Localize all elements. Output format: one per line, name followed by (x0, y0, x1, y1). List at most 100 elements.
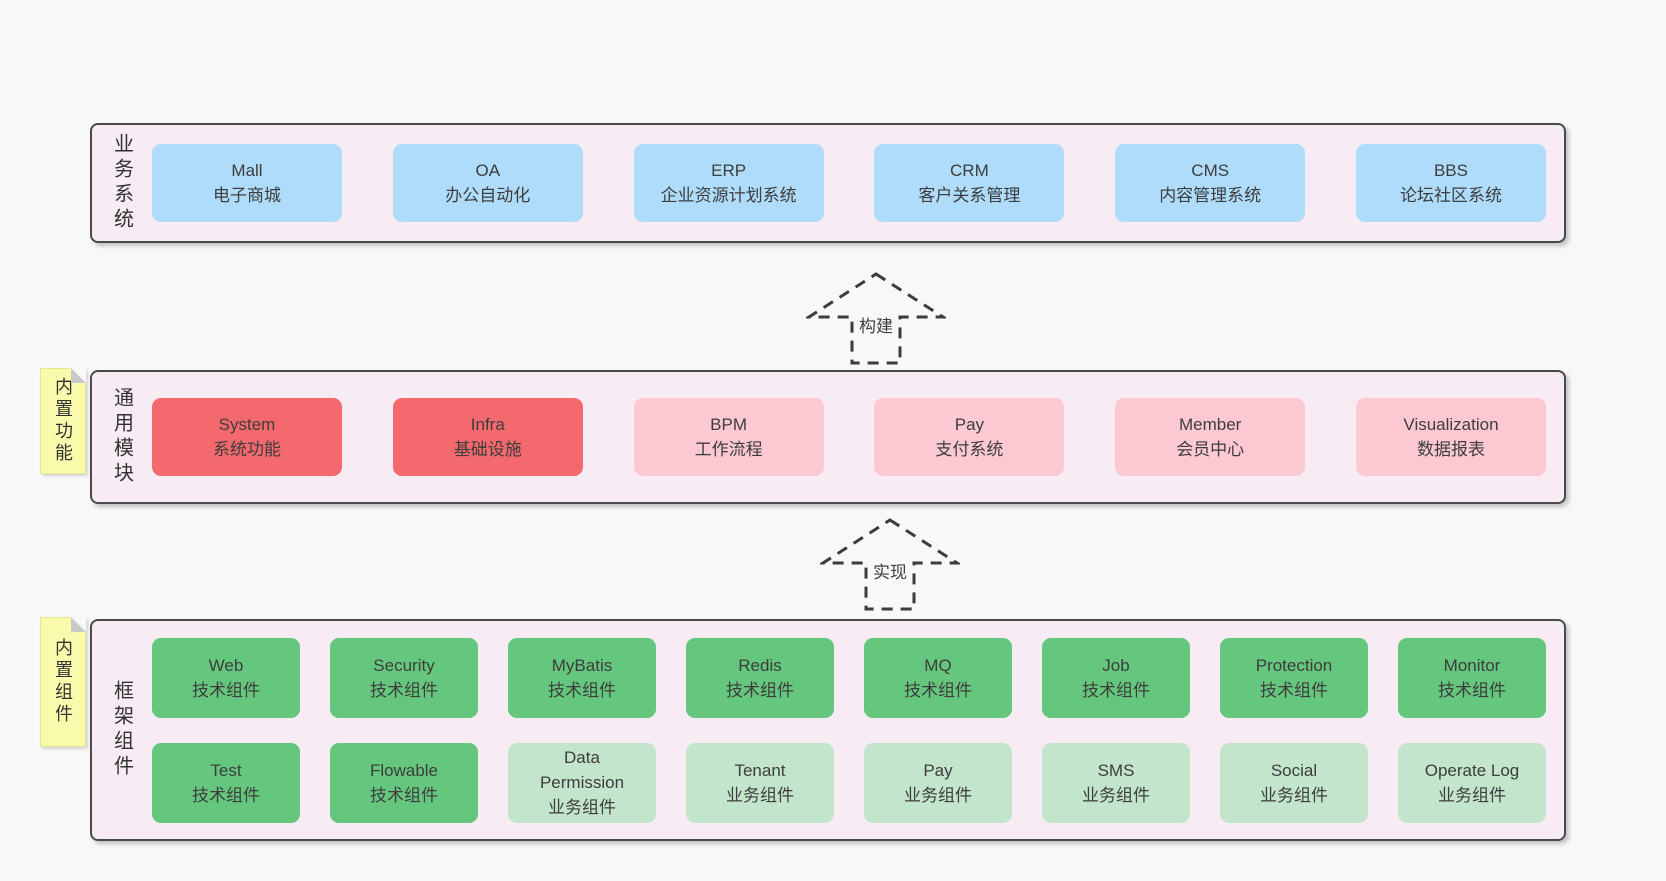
box-desc: 客户关系管理 (918, 186, 1021, 205)
box-mall: Mall 电子商城 (152, 144, 342, 222)
business-box-row: Mall 电子商城 OA 办公自动化 ERP 企业资源计划系统 CRM 客户关系… (152, 125, 1564, 241)
build-arrow-label: 构建 (855, 312, 897, 337)
box-name: Operate Log (1424, 760, 1520, 780)
box-name: BBS (1433, 161, 1468, 180)
box-desc: 技术组件 (192, 680, 260, 700)
layer-label-text: 框架组件 (110, 680, 133, 780)
box-desc: 技术组件 (1260, 680, 1328, 700)
box-flowable: Flowable 技术组件 (330, 742, 478, 823)
box-name: Redis (738, 655, 782, 675)
box-cms: CMS 内容管理系统 (1115, 144, 1306, 222)
box-protection: Protection 技术组件 (1220, 637, 1368, 718)
note-text: 内置功能 (53, 377, 73, 465)
box-desc: 业务组件 (726, 785, 794, 805)
box-name: Protection (1255, 655, 1333, 675)
implement-arrow-label: 实现 (869, 558, 911, 583)
box-name: Job (1102, 655, 1130, 675)
box-test: Test 技术组件 (152, 742, 300, 823)
box-bbs: BBS 论坛社区系统 (1355, 144, 1546, 222)
box-name: Monitor (1443, 655, 1501, 675)
box-name: CMS (1191, 161, 1230, 180)
box-desc: 数据报表 (1416, 440, 1485, 459)
box-erp: ERP 企业资源计划系统 (633, 144, 824, 222)
box-pay-module: Pay 支付系统 (874, 398, 1065, 476)
box-desc: 论坛社区系统 (1399, 186, 1502, 205)
box-bpm: BPM 工作流程 (633, 398, 824, 476)
box-name: Mall (231, 161, 263, 180)
box-desc: 技术组件 (192, 785, 260, 805)
box-name: Pay (923, 760, 953, 780)
box-desc: 业务组件 (1438, 785, 1506, 805)
box-desc: 内容管理系统 (1159, 186, 1262, 205)
layer-framework-components: 框架组件 Web 技术组件 Security 技术组件 MyBatis 技术组件… (90, 619, 1566, 841)
box-name: ERP (711, 161, 747, 180)
box-desc: 技术组件 (548, 680, 616, 700)
box-name: Social (1270, 760, 1318, 780)
box-desc: 工作流程 (694, 440, 763, 459)
box-desc: 支付系统 (935, 440, 1004, 459)
box-name: CRM (950, 161, 989, 180)
box-data-permission: Data Permission 业务组件 (508, 742, 656, 823)
sticky-note-builtin-components: 内置组件 (40, 617, 86, 747)
layer-business-systems: 业务系统 Mall 电子商城 OA 办公自动化 ERP 企业资源计划系统 CRM… (90, 123, 1566, 243)
box-desc: 技术组件 (370, 680, 438, 700)
box-desc: 会员中心 (1176, 440, 1245, 459)
box-desc: 电子商城 (213, 186, 281, 205)
layer-common-modules: 通用模块 System 系统功能 Infra 基础设施 BPM 工作流程 Pay… (90, 370, 1566, 504)
box-name: System (218, 415, 276, 434)
build-arrow: 构建 (806, 272, 946, 366)
framework-row-2: Test 技术组件 Flowable 技术组件 Data Permission … (152, 742, 1546, 823)
box-desc: 办公自动化 (445, 186, 531, 205)
box-name: OA (475, 161, 501, 180)
layer-label-text: 业务系统 (110, 133, 133, 233)
layer-label-framework: 框架组件 (92, 621, 152, 839)
framework-row-1: Web 技术组件 Security 技术组件 MyBatis 技术组件 Redi… (152, 637, 1546, 718)
box-job: Job 技术组件 (1042, 637, 1190, 718)
box-desc: 技术组件 (904, 680, 972, 700)
box-desc: 技术组件 (370, 785, 438, 805)
box-member: Member 会员中心 (1115, 398, 1306, 476)
framework-box-rows: Web 技术组件 Security 技术组件 MyBatis 技术组件 Redi… (152, 621, 1564, 839)
box-desc: 企业资源计划系统 (660, 186, 797, 205)
box-oa: OA 办公自动化 (392, 144, 583, 222)
box-sms: SMS 业务组件 (1042, 742, 1190, 823)
box-monitor: Monitor 技术组件 (1398, 637, 1546, 718)
box-infra: Infra 基础设施 (392, 398, 583, 476)
modules-box-row: System 系统功能 Infra 基础设施 BPM 工作流程 Pay 支付系统… (152, 372, 1564, 502)
box-name: Tenant (734, 760, 786, 780)
box-desc: 系统功能 (213, 440, 281, 459)
box-desc: 业务组件 (1082, 785, 1150, 805)
box-name: Infra (470, 415, 505, 434)
box-name: BPM (710, 415, 748, 434)
box-name: Data Permission (539, 748, 625, 792)
box-name: Visualization (1403, 415, 1499, 434)
box-desc: 基础设施 (453, 440, 522, 459)
layer-label-business: 业务系统 (92, 125, 152, 241)
box-crm: CRM 客户关系管理 (874, 144, 1065, 222)
box-tenant: Tenant 业务组件 (686, 742, 834, 823)
box-desc: 业务组件 (904, 785, 972, 805)
box-desc: 技术组件 (726, 680, 794, 700)
box-name: MyBatis (551, 655, 613, 675)
box-name: Web (208, 655, 244, 675)
box-desc: 技术组件 (1438, 680, 1506, 700)
box-social: Social 业务组件 (1220, 742, 1368, 823)
box-name: SMS (1097, 760, 1135, 780)
box-name: Security (373, 655, 435, 675)
box-name: Pay (954, 415, 985, 434)
note-text: 内置组件 (53, 638, 73, 726)
box-web: Web 技术组件 (152, 637, 300, 718)
implement-arrow: 实现 (820, 518, 960, 612)
box-name: Flowable (369, 760, 439, 780)
layer-label-text: 通用模块 (110, 387, 133, 487)
box-name: Test (210, 760, 242, 780)
box-desc: 技术组件 (1082, 680, 1150, 700)
box-mybatis: MyBatis 技术组件 (508, 637, 656, 718)
box-security: Security 技术组件 (330, 637, 478, 718)
box-redis: Redis 技术组件 (686, 637, 834, 718)
box-name: Member (1179, 415, 1242, 434)
box-desc: 业务组件 (548, 798, 616, 817)
box-visualization: Visualization 数据报表 (1355, 398, 1546, 476)
box-name: MQ (924, 655, 952, 675)
